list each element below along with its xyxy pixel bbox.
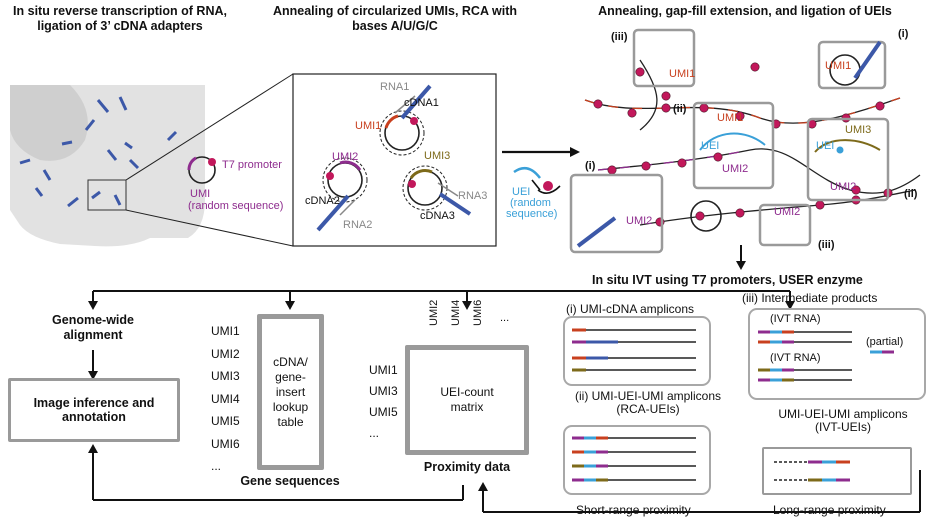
lookup-table-box: cDNA/ gene- insert lookup table	[257, 314, 324, 470]
callout-iii-top	[632, 28, 696, 88]
gene-umi-1: UMI2	[211, 346, 240, 361]
umi-label: UMI	[190, 188, 211, 200]
matrix-row-1: UMI3	[369, 384, 398, 398]
ivt-ueis-strands	[774, 460, 850, 482]
cdna2-label: cDNA2	[305, 195, 340, 207]
zoom-line-top	[125, 73, 294, 181]
amplicons-i-box	[563, 316, 711, 386]
label-iii-bottom: (iii)	[818, 239, 835, 251]
short-range-caption: Short-range proximity	[576, 503, 691, 517]
matrix-col-2: UMI6	[472, 299, 484, 326]
zoom-selection-box	[87, 179, 127, 211]
label-umi3-ii: UMI3	[845, 124, 872, 136]
label-uei-ii: UEI	[701, 140, 720, 152]
callout-iii-bottom	[758, 203, 812, 247]
amplicons-ii-strands	[572, 436, 696, 482]
matrix-col-3: ...	[500, 312, 510, 324]
amplicons-iii-box	[748, 308, 926, 400]
matrix-col-0: UMI2	[428, 299, 440, 326]
label-iii-top: (iii)	[611, 31, 628, 43]
label-uei-ii-right: UEI	[816, 140, 835, 152]
matrix-row-list: UMI1 UMI3 UMI5 ...	[369, 360, 398, 444]
label-ii-right: (ii)	[904, 188, 918, 200]
callout-ii-center	[692, 101, 775, 190]
uei-count-matrix-box: UEI-count matrix	[405, 345, 529, 455]
rna1-label: RNA1	[380, 81, 410, 93]
label-umi1-iii: UMI1	[669, 68, 696, 80]
matrix-row-0: UMI1	[369, 363, 398, 377]
label-umi2-iii: UMI2	[774, 206, 801, 218]
partial-label: (partial)	[866, 336, 904, 348]
gene-umi-3: UMI4	[211, 391, 240, 406]
gene-umi-0: UMI1	[211, 324, 240, 338]
amplicons-iii-strands	[758, 330, 894, 382]
uei-label: UEI	[512, 186, 531, 198]
tissue-cdna-marks	[19, 96, 178, 208]
gene-umi-6: ...	[211, 459, 222, 473]
umi-sub-label: (random sequence)	[188, 200, 284, 212]
step2-header: Annealing of circularized UMIs, RCA with…	[272, 4, 517, 33]
image-inference-box: Image inference and annotation	[8, 378, 180, 442]
label-i-top: (i)	[898, 28, 909, 40]
long-range-caption: Long-range proximity	[773, 503, 886, 517]
rca-product-dots	[593, 62, 893, 227]
ivt-rna-label-2: (IVT RNA)	[770, 352, 821, 364]
cdna1-strand	[400, 84, 432, 120]
step3-header: Annealing, gap-fill extension, and ligat…	[598, 4, 892, 18]
zoom-box	[292, 73, 497, 247]
label-ii-center: (ii)	[673, 103, 687, 115]
gene-sequences-caption: Gene sequences	[240, 474, 340, 488]
uei-sub2: sequence)	[506, 208, 558, 220]
umi1-label: UMI1	[355, 120, 382, 132]
uei-count-matrix-label: UEI-count matrix	[440, 385, 494, 414]
umi3-label: UMI3	[424, 150, 451, 162]
uei-icon	[513, 166, 541, 179]
label-i-left: (i)	[585, 160, 596, 172]
ivt-header: In situ IVT using T7 promoters, USER enz…	[592, 273, 863, 287]
gene-umi-2: UMI3	[211, 369, 240, 383]
amplicons-ii-box	[563, 425, 711, 495]
rna3-label: RNA3	[458, 190, 488, 202]
label-umi1-ii: UMI1	[717, 112, 744, 124]
umi2-label: UMI2	[332, 151, 359, 163]
amplicons-ii-title: (ii) UMI-UEI-UMI amplicons (RCA-UEIs)	[574, 389, 721, 416]
cdna3-strand	[438, 192, 472, 216]
matrix-row-2: UMI5	[369, 405, 398, 419]
gene-umi-list: UMI1 UMI2 UMI3 UMI4 UMI5 UMI6 ...	[211, 320, 240, 478]
lookup-table-label: cDNA/ gene- insert lookup table	[272, 354, 309, 429]
ivt-rna-label-1: (IVT RNA)	[770, 313, 821, 325]
rna2-label: RNA2	[343, 219, 373, 231]
ivt-ueis-title: UMI-UEI-UMI amplicons (IVT-UEIs)	[778, 407, 908, 434]
label-umi1-i: UMI1	[825, 60, 852, 72]
t7-promoter-icon	[208, 158, 216, 166]
gene-umi-5: UMI6	[211, 436, 240, 451]
matrix-col-headers: UMI2 UMI4 UMI6 ...	[428, 299, 528, 342]
label-umi2-ii: UMI2	[722, 163, 749, 175]
callout-ii-right	[806, 117, 890, 202]
step1-header: In situ reverse transcription of RNA, li…	[13, 4, 227, 33]
callout-i-left	[569, 173, 664, 254]
gene-umi-4: UMI5	[211, 414, 240, 428]
proximity-data-caption: Proximity data	[423, 460, 511, 474]
cdna2-strand	[316, 194, 350, 232]
ivt-ueis-box	[762, 447, 912, 495]
t7-label: T7 promoter	[222, 159, 282, 171]
label-umi2-i: UMI2	[626, 215, 653, 227]
zoom-line-bottom	[125, 209, 294, 247]
amplicons-i-strands	[572, 328, 696, 372]
matrix-row-3: ...	[369, 426, 380, 440]
image-inference-label: Image inference and annotation	[33, 396, 155, 424]
uei-sub1: (random	[510, 197, 551, 209]
cdna1-label: cDNA1	[404, 97, 439, 109]
callout-i-top	[817, 40, 887, 90]
label-umi2-ii-right: UMI2	[830, 181, 857, 193]
amplicons-i-title: (i) UMI-cDNA amplicons	[566, 302, 695, 316]
cdna3-label: cDNA3	[420, 210, 455, 222]
genome-alignment-label: Genome-wide alignment	[52, 313, 134, 342]
amplicons-iii-title: (iii) Intermediate products	[742, 291, 878, 305]
umi-circle	[690, 200, 722, 232]
matrix-col-1: UMI4	[450, 299, 462, 326]
